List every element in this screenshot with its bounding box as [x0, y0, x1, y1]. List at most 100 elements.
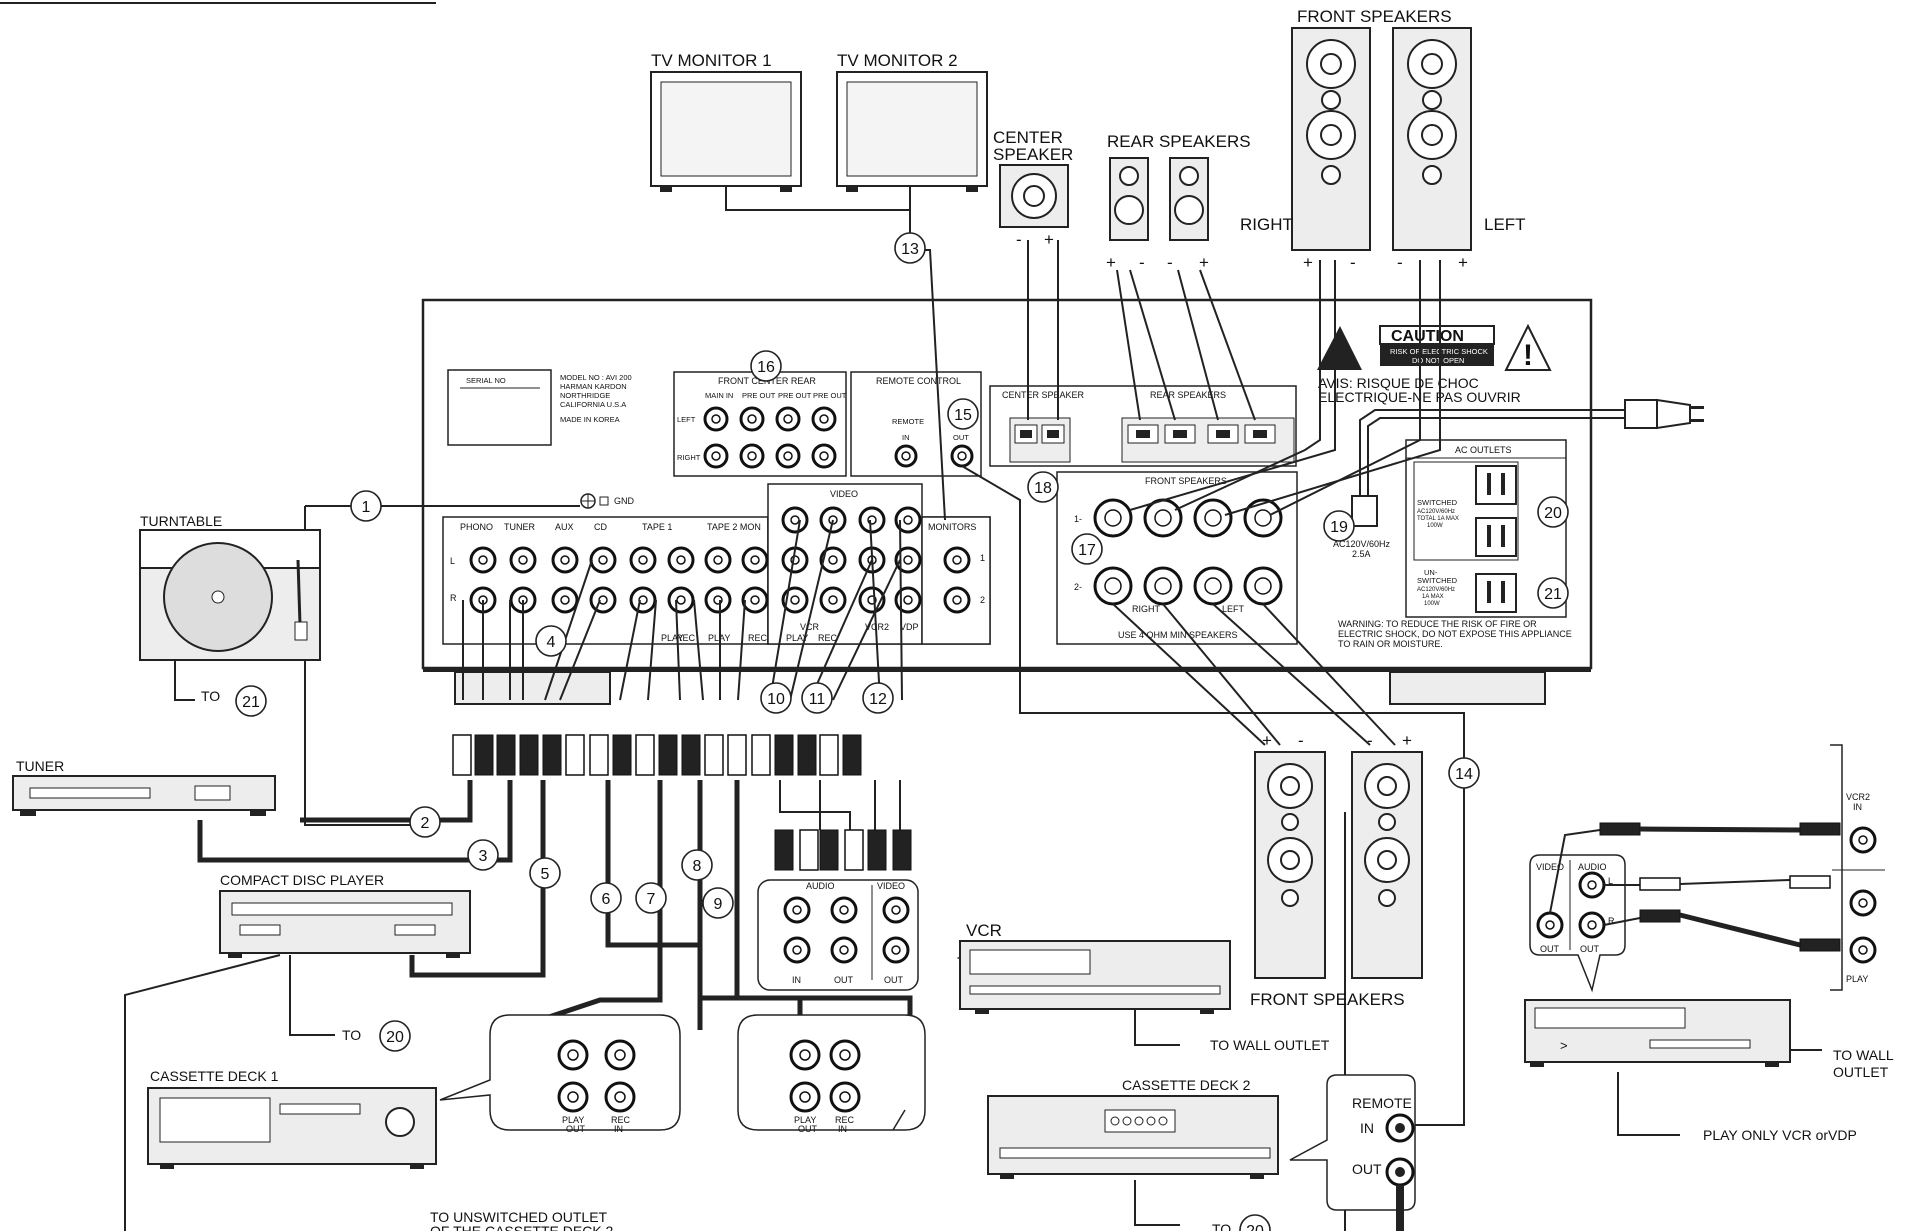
rca-plug — [867, 829, 887, 871]
svg-text:SWITCHED: SWITCHED — [1417, 576, 1458, 585]
front-speakers-top: FRONT SPEAKERS RIGHT LEFT + - - + — [1240, 7, 1526, 272]
svg-text:OUTLET: OUTLET — [1833, 1064, 1889, 1080]
svg-text:REC: REC — [818, 633, 838, 643]
svg-text:100W: 100W — [1424, 601, 1440, 607]
callout-7: 7 — [635, 882, 667, 914]
svg-text:OUT: OUT — [1352, 1161, 1382, 1177]
svg-text:2.5A: 2.5A — [1352, 549, 1371, 559]
vcr-callout: AUDIO VIDEO IN OUT OUT — [757, 879, 919, 991]
vcr-label: VCR — [966, 921, 1002, 940]
svg-text:IN: IN — [1360, 1120, 1374, 1136]
rca-plug — [704, 734, 724, 776]
callout-4: 4 — [535, 625, 567, 657]
svg-text:IN: IN — [838, 1124, 847, 1134]
svg-text:18: 18 — [1034, 480, 1052, 497]
to-ref-cd: 20 — [379, 1020, 411, 1052]
svg-text:AC120V/60Hz: AC120V/60Hz — [1417, 587, 1455, 593]
svg-text:>: > — [1560, 1038, 1568, 1053]
svg-text:12: 12 — [869, 691, 887, 708]
svg-text:TAPE 2 MON: TAPE 2 MON — [707, 522, 761, 532]
callout-18: 18 — [1027, 471, 1059, 503]
rca-plug — [635, 734, 655, 776]
svg-text:21: 21 — [1544, 586, 1562, 603]
svg-text:IN: IN — [614, 1124, 623, 1134]
svg-text:VDP: VDP — [900, 622, 919, 632]
rca-plug — [681, 734, 701, 776]
svg-text:3: 3 — [479, 848, 488, 865]
vcr-device: VCR TO WALL OUTLET — [956, 921, 1330, 1053]
svg-text:OUT: OUT — [834, 975, 854, 985]
svg-text:15: 15 — [954, 407, 972, 424]
callout-6: 6 — [590, 882, 622, 914]
svg-text:AUDIO: AUDIO — [806, 881, 835, 891]
caution-label: CAUTION — [1391, 328, 1464, 345]
to-ref-turntable: 21 — [235, 685, 267, 717]
svg-text:16: 16 — [757, 359, 775, 376]
svg-text:-: - — [1397, 253, 1403, 272]
svg-text:OUT: OUT — [566, 1124, 586, 1134]
svg-text:2-: 2- — [1074, 582, 1082, 592]
rca-plug — [589, 734, 609, 776]
svg-text:REC: REC — [676, 633, 696, 643]
left-label: LEFT — [1484, 215, 1526, 234]
svg-text:PLAY ONLY VCR orVDP: PLAY ONLY VCR orVDP — [1703, 1127, 1857, 1143]
right-label: RIGHT — [1240, 215, 1293, 234]
svg-text:1A MAX: 1A MAX — [1422, 594, 1444, 600]
svg-text:1: 1 — [362, 499, 371, 516]
svg-text:6: 6 — [602, 891, 611, 908]
serial-no: SERIAL NO — [466, 376, 506, 385]
cassette-deck-2: CASSETTE DECK 2 TO — [987, 1077, 1279, 1231]
svg-text:WARNING: TO REDUCE THE RISK OF: WARNING: TO REDUCE THE RISK OF FIRE OR — [1338, 619, 1537, 629]
rear-speakers: REAR SPEAKERS + - - + — [1106, 132, 1251, 272]
svg-text:AC120V/60Hz: AC120V/60Hz — [1417, 509, 1455, 515]
receiver-rear-panel: SERIAL NO MODEL NO : AVI 200 HARMAN KARD… — [421, 298, 1704, 705]
svg-text:VCR: VCR — [800, 622, 820, 632]
svg-text:VIDEO: VIDEO — [830, 489, 858, 499]
svg-text:TO UNSWITCHED OUTLET: TO UNSWITCHED OUTLET — [430, 1209, 608, 1225]
svg-text:OUT: OUT — [1540, 944, 1560, 954]
callout-19: 19 — [1323, 510, 1355, 542]
callout-2: 2 — [409, 806, 441, 838]
svg-text:MODEL NO : AVI 200: MODEL NO : AVI 200 — [560, 373, 632, 382]
rca-plug — [892, 829, 912, 871]
svg-text:CENTER SPEAKER: CENTER SPEAKER — [1002, 390, 1085, 400]
svg-text:PLAY: PLAY — [794, 1115, 816, 1125]
svg-text:+: + — [1199, 253, 1209, 272]
rca-plug — [819, 734, 839, 776]
svg-text:DO NOT OPEN: DO NOT OPEN — [1412, 356, 1464, 365]
svg-text:VIDEO: VIDEO — [1536, 862, 1564, 872]
svg-text:-: - — [1167, 253, 1173, 272]
svg-text:13: 13 — [901, 241, 919, 258]
svg-text:+: + — [1303, 253, 1313, 272]
svg-text:PLAY: PLAY — [562, 1115, 584, 1125]
svg-text:RIGHT: RIGHT — [1132, 604, 1161, 614]
svg-text:14: 14 — [1455, 766, 1473, 783]
svg-text:8: 8 — [693, 858, 702, 875]
svg-text:9: 9 — [714, 896, 723, 913]
svg-text:+: + — [1458, 253, 1468, 272]
svg-text:11: 11 — [809, 691, 826, 708]
rca-plug — [727, 734, 747, 776]
callout-1: 1 — [350, 490, 382, 522]
tv-monitor-1: TV MONITOR 1 — [650, 51, 802, 192]
cd-player-label: COMPACT DISC PLAYER — [220, 872, 384, 888]
callout-12: 12 — [862, 682, 894, 714]
center-speaker-label-1: CENTER — [993, 128, 1063, 147]
rca-plug — [799, 829, 819, 871]
turntable: TURNTABLE TO — [139, 513, 321, 704]
svg-text:PRE OUT: PRE OUT — [778, 391, 812, 400]
svg-text:OUT: OUT — [1580, 944, 1600, 954]
svg-text:TO WALL: TO WALL — [1833, 1047, 1894, 1063]
rca-plug — [797, 734, 817, 776]
svg-text:!: ! — [1523, 339, 1533, 372]
svg-text:IN: IN — [792, 975, 801, 985]
plug-row — [452, 734, 912, 871]
svg-text:USE 4 OHM MIN SPEAKERS: USE 4 OHM MIN SPEAKERS — [1118, 630, 1238, 640]
svg-text:AC120V/60Hz: AC120V/60Hz — [1333, 539, 1391, 549]
svg-text:VIDEO: VIDEO — [877, 881, 905, 891]
svg-text:20: 20 — [386, 1029, 404, 1046]
svg-text:10: 10 — [767, 691, 785, 708]
svg-text:IN: IN — [902, 433, 910, 442]
svg-text:TO RAIN OR MOISTURE.: TO RAIN OR MOISTURE. — [1338, 639, 1443, 649]
cassette-deck-2-label: CASSETTE DECK 2 — [1122, 1077, 1251, 1093]
